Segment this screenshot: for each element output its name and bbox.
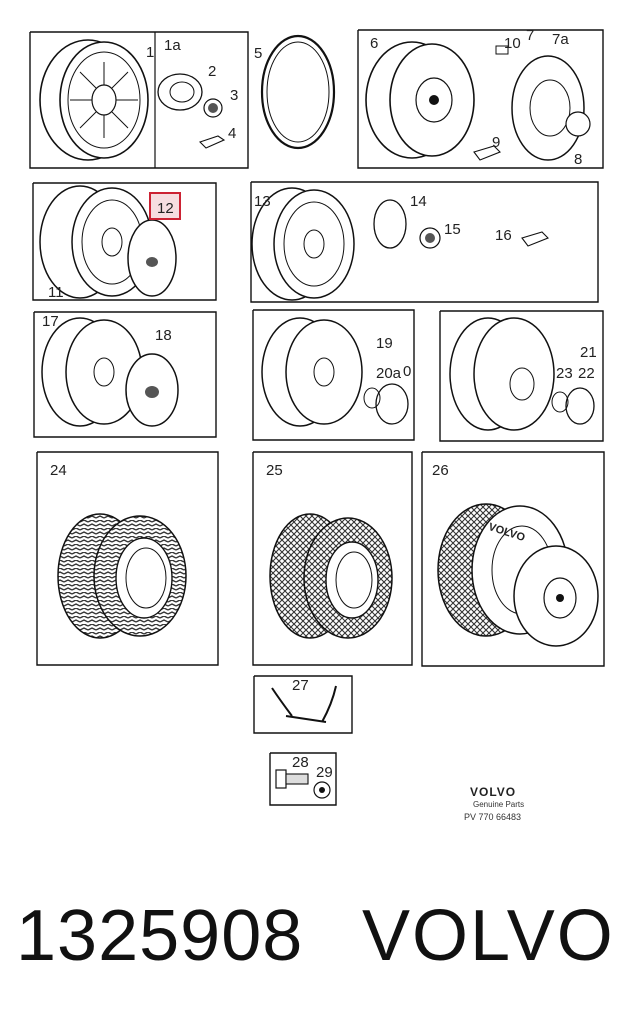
panel-wheel-19: 19 20a 0 xyxy=(252,309,415,441)
callout-1: 1 xyxy=(146,44,154,61)
callout-2: 2 xyxy=(208,63,216,80)
callout-25: 25 xyxy=(266,462,283,479)
clip-icon xyxy=(521,231,549,247)
studded-tire-icon xyxy=(269,513,393,639)
logo-code: PV 770 66483 xyxy=(464,812,521,822)
callout-1a: 1a xyxy=(164,37,181,54)
callout-11: 11 xyxy=(48,284,64,301)
callout-22: 22 xyxy=(578,365,595,382)
panel-wheel-21: 21 23 22 xyxy=(439,310,604,442)
panel-wheel-17: 17 18 xyxy=(33,311,217,438)
wheel-cover-icon xyxy=(127,219,177,297)
panel-wheel-6: 6 10 7 7a 8 9 xyxy=(357,27,604,169)
wheel-cover-icon xyxy=(125,353,179,427)
emblem-icon xyxy=(419,227,441,249)
callout-6: 6 xyxy=(370,35,378,52)
panel-tire-26: VOLVO 26 xyxy=(421,451,605,667)
callout-5: 5 xyxy=(254,45,262,62)
alloy-wheel-icon xyxy=(251,187,355,301)
callout-19: 19 xyxy=(376,335,393,352)
panel-part-28: 28 29 xyxy=(269,752,337,806)
callout-18: 18 xyxy=(155,327,172,344)
callout-7: 7 xyxy=(526,27,534,44)
alloy-wheel-icon xyxy=(261,317,363,427)
panel-tire-24: 24 xyxy=(36,451,219,666)
callout-16: 16 xyxy=(495,227,512,244)
callout-21: 21 xyxy=(580,344,597,361)
callout-27: 27 xyxy=(292,677,309,694)
footer-band xyxy=(0,850,635,1018)
panel-part-27: 27 xyxy=(253,675,353,734)
center-cap-icon xyxy=(551,387,595,425)
callout-3: 3 xyxy=(230,87,238,104)
bolt-icon xyxy=(495,45,509,55)
steel-wheel-icon xyxy=(365,41,475,159)
logo-subtitle: Genuine Parts xyxy=(473,800,524,809)
hub-ring-icon xyxy=(260,34,336,150)
hubcap-icon xyxy=(511,55,591,161)
callout-14: 14 xyxy=(410,193,427,210)
steel-wheel-icon xyxy=(449,317,555,431)
callout-13: 13 xyxy=(254,193,271,210)
callout-7a: 7a xyxy=(552,31,569,48)
center-cap-icon xyxy=(373,199,407,249)
lock-nut-icon xyxy=(313,781,331,799)
callout-17: 17 xyxy=(42,313,59,330)
highlight-callout-12[interactable] xyxy=(149,192,181,220)
panel-wheel-13: 13 14 15 16 xyxy=(250,181,599,303)
center-cap-icon xyxy=(363,383,409,425)
callout-15: 15 xyxy=(444,221,461,238)
parts-diagram: 1 1a 2 3 4 5 6 10 7 xyxy=(29,27,605,822)
callout-23: 23 xyxy=(556,365,573,382)
callout-26: 26 xyxy=(432,462,449,479)
winter-tire-icon xyxy=(57,513,187,639)
callout-28: 28 xyxy=(292,754,309,771)
tire-with-rim-icon xyxy=(437,503,599,647)
clip-icon xyxy=(198,135,226,149)
alloy-wheel-icon xyxy=(39,39,149,161)
emblem-icon xyxy=(203,98,223,118)
callout-29: 29 xyxy=(316,764,333,781)
callout-8: 8 xyxy=(574,151,582,168)
callout-10: 10 xyxy=(504,35,521,52)
alloy-wheel-icon xyxy=(41,317,143,427)
logo-brand: VOLVO xyxy=(470,785,516,799)
callout-24: 24 xyxy=(50,462,67,479)
callout-20a: 20a xyxy=(376,365,402,382)
brand-name: VOLVO xyxy=(362,896,615,976)
callout-9: 9 xyxy=(492,134,500,151)
callout-4: 4 xyxy=(228,125,236,142)
part-number: 1325908 xyxy=(16,896,304,976)
panel-wheel-11: 12 11 xyxy=(32,182,217,301)
center-cap-icon xyxy=(157,73,203,111)
clip-icon xyxy=(473,145,501,161)
wheel-bolt-icon xyxy=(275,769,309,789)
volvo-genuine-parts-logo: VOLVO Genuine Parts PV 770 66483 xyxy=(464,785,524,822)
chain-strap-icon xyxy=(271,685,337,723)
callout-20: 0 xyxy=(403,363,411,380)
callout-12[interactable]: 12 xyxy=(157,200,174,217)
panel-tire-25: 25 xyxy=(252,451,413,666)
panel-wheel-1: 1 1a 2 3 4 5 xyxy=(29,31,336,169)
